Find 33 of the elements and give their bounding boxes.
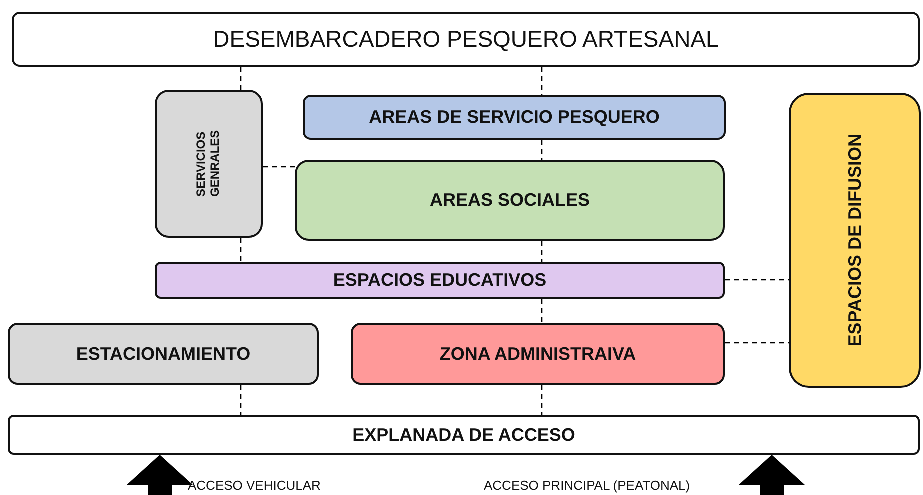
connector-line <box>541 299 543 323</box>
zone-box <box>351 323 725 385</box>
zone-box <box>789 93 921 388</box>
zone-label: AREAS DE SERVICIO PESQUERO <box>369 107 660 128</box>
zone-label: ESPACIOS DE DIFUSION <box>844 134 866 347</box>
zone-box <box>8 323 319 385</box>
connector-line <box>541 140 543 160</box>
zone-label: AREAS SOCIALES <box>430 190 590 211</box>
connector-line <box>240 385 242 415</box>
connector-line <box>541 385 543 415</box>
zone-label: ESTACIONAMIENTO <box>76 344 251 364</box>
heading-band <box>12 12 920 67</box>
zone-label: ZONA ADMINISTRAIVA <box>440 344 636 364</box>
access-label: ACCESO PRINCIPAL (PEATONAL) <box>484 478 690 493</box>
access-band <box>8 415 920 455</box>
connector-line <box>240 67 242 90</box>
access-label: ACCESO VEHICULAR <box>188 478 321 493</box>
connector-line <box>240 238 242 262</box>
access-arrow <box>739 455 805 495</box>
connector-line <box>725 342 789 344</box>
zone-box <box>303 95 726 140</box>
zone-box <box>295 160 725 241</box>
zone-label: EXPLANADA DE ACCESO <box>352 424 576 446</box>
connector-line <box>541 241 543 262</box>
zone-label: SERVICIOS GENRALES <box>195 130 223 200</box>
connector-line <box>725 279 789 281</box>
zone-label: ESPACIOS EDUCATIVOS <box>333 270 547 291</box>
connector-line <box>541 67 543 95</box>
zone-box <box>155 90 263 238</box>
connector-line <box>263 166 295 168</box>
heading: DESEMBARCADERO PESQUERO ARTESANAL <box>213 26 719 53</box>
zone-box <box>155 262 725 299</box>
access-arrow <box>127 455 193 495</box>
